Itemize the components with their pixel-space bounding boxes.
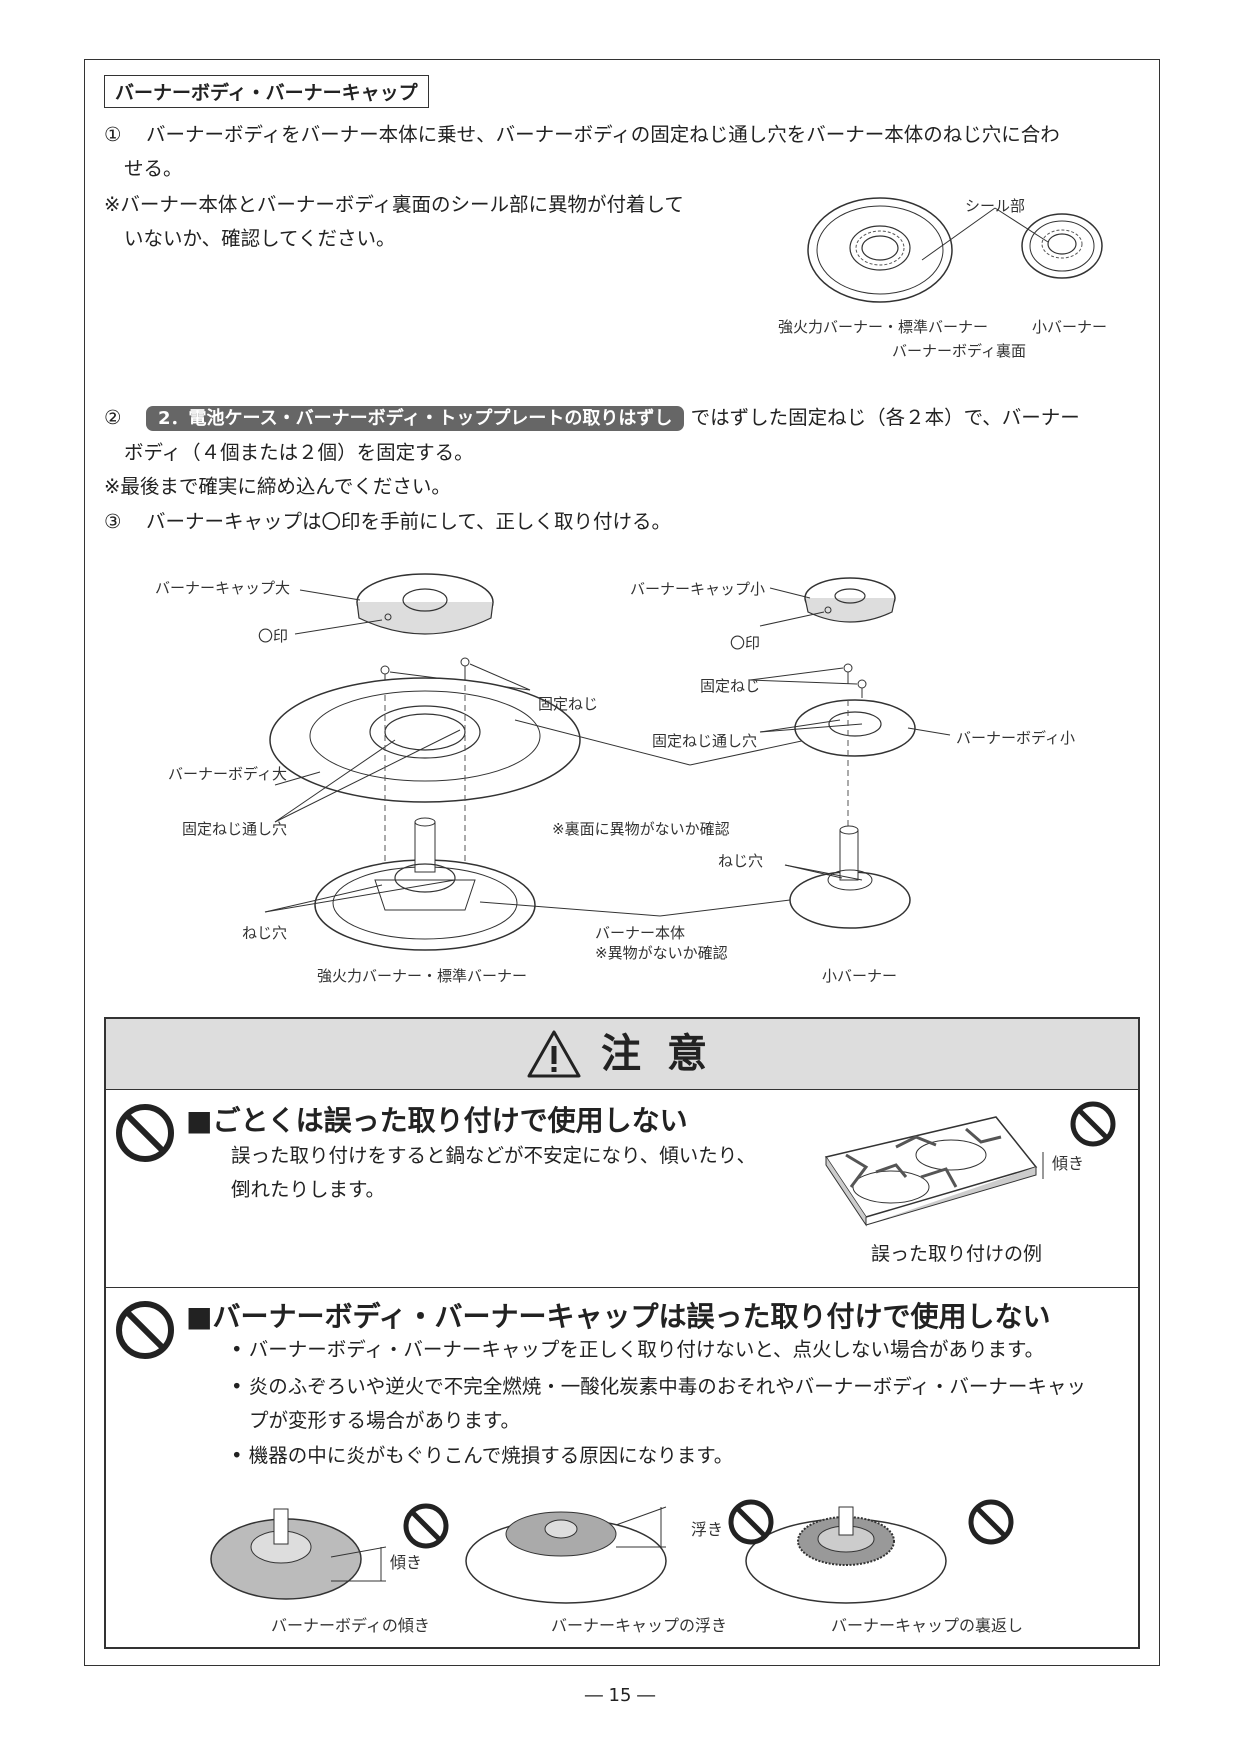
step1-note: ※バーナー本体とバーナーボディ裏面のシール部に異物が付着して: [104, 193, 684, 216]
label-threaded-left: ねじ穴: [242, 924, 288, 942]
label-body-large: バーナーボディ大: [168, 765, 287, 783]
page-number: ― 15 ―: [584, 1685, 656, 1706]
caution-item1-text: 誤った取り付けをすると鍋などが不安定になり、傾いたり、: [231, 1144, 756, 1167]
step2-line: 2．電池ケース・バーナーボディ・トッププレートの取りはずし ではずした固定ねじ（…: [146, 403, 1080, 433]
label-check-back: ※裏面に異物がないか確認: [552, 820, 730, 838]
float-label-b: 浮き: [691, 1520, 724, 1539]
caution-item1-title: ■ごとくは誤った取り付けで使用しない: [186, 1104, 688, 1137]
step2-text: ではずした固定ねじ（各２本）で、バーナー: [690, 406, 1080, 429]
caution-item2-bullet1: • バーナーボディ・バーナーキャップを正しく取り付けないと、点火しない場合があり…: [231, 1338, 1045, 1361]
label-screw-right: 固定ねじ: [700, 677, 761, 695]
step3-number: ③: [104, 510, 122, 533]
fig1-caption-left: 強火力バーナー・標準バーナー: [778, 318, 989, 336]
label-threaded-right: ねじ穴: [718, 852, 764, 870]
label-cap-small: バーナーキャップ小: [630, 580, 766, 598]
label-main-body: バーナー本体: [595, 924, 686, 942]
step2-text-cont: ボディ（４個または２個）を固定する。: [124, 441, 474, 464]
caption-body-tilt: バーナーボディの傾き: [271, 1616, 430, 1635]
caption-cap-upside-down: バーナーキャップの裏返し: [831, 1616, 1024, 1635]
tilt-label: 傾き: [1052, 1154, 1085, 1173]
page-frame: [84, 59, 1160, 1666]
trivet-misplaced-figure: [824, 1116, 1044, 1227]
caution-item1-text-cont: 倒れたりします。: [231, 1178, 386, 1201]
step1-note-cont: いないか、確認してください。: [124, 227, 396, 250]
label-body-small: バーナーボディ小: [956, 729, 1075, 747]
fig1-caption-right: 小バーナー: [1032, 318, 1108, 336]
caution-title: 注 意: [601, 1031, 713, 1077]
warning-triangle-icon: [527, 1030, 581, 1078]
burner-body-underside-figure: [807, 197, 1103, 303]
prohibition-icon: [116, 1104, 174, 1162]
label-screw-left: 固定ねじ: [538, 695, 599, 713]
prohibition-icon: [403, 1503, 449, 1549]
label-cap-large: バーナーキャップ大: [155, 579, 291, 597]
trivet-caption: 誤った取り付けの例: [871, 1243, 1043, 1265]
caution-box: 注 意 ■ごとくは誤った取り付けで使用しない 誤った取り付けをすると鍋などが不安…: [104, 1017, 1140, 1649]
caution-divider: [106, 1287, 1138, 1288]
tilt-label-a: 傾き: [390, 1553, 423, 1572]
incorrect-installation-examples: [210, 1506, 947, 1604]
prohibition-icon: [1070, 1101, 1116, 1147]
caption-burner-large: 強火力バーナー・標準バーナー: [317, 967, 528, 985]
seal-label: シール部: [965, 197, 1026, 215]
section-title: バーナーボディ・バーナーキャップ: [104, 75, 429, 108]
step2-reference-badge: 2．電池ケース・バーナーボディ・トッププレートの取りはずし: [146, 406, 685, 431]
label-mark-left: 〇印: [258, 627, 289, 645]
step3-text: バーナーキャップは〇印を手前にして、正しく取り付ける。: [146, 510, 671, 533]
caution-item2-bullet2: • 炎のふぞろいや逆火で不完全燃焼・一酸化炭素中毒のおそれやバーナーボディ・バー…: [231, 1375, 1086, 1398]
caption-cap-float: バーナーキャップの浮き: [551, 1616, 728, 1635]
caution-header: [106, 1019, 1138, 1090]
label-main-check: ※異物がないか確認: [595, 944, 728, 962]
step2-note: ※最後まで確実に締め込んでください。: [104, 475, 451, 498]
fig1-caption-sub: バーナーボディ裏面: [892, 342, 1026, 360]
step1-text: バーナーボディをバーナー本体に乗せ、バーナーボディの固定ねじ通し穴をバーナー本体…: [146, 123, 1060, 146]
step2-number: ②: [104, 406, 122, 429]
step1-number: ①: [104, 123, 122, 146]
label-hole-left: 固定ねじ通し穴: [182, 820, 288, 838]
label-mark-right: 〇印: [730, 634, 761, 652]
caption-burner-small: 小バーナー: [822, 967, 898, 985]
prohibition-icon: [728, 1499, 774, 1545]
prohibition-icon: [968, 1499, 1014, 1545]
prohibition-icon: [116, 1301, 174, 1359]
caution-item2-bullet3: • 機器の中に炎がもぐりこんで焼損する原因になります。: [231, 1444, 734, 1467]
burner-assembly-diagram: [264, 573, 951, 951]
caution-item2-title: ■バーナーボディ・バーナーキャップは誤った取り付けで使用しない: [186, 1300, 1051, 1333]
step1-text-cont: せる。: [124, 157, 183, 180]
caution-item2-bullet2-cont: プが変形する場合があります。: [249, 1409, 521, 1432]
label-hole-right: 固定ねじ通し穴: [652, 732, 758, 750]
